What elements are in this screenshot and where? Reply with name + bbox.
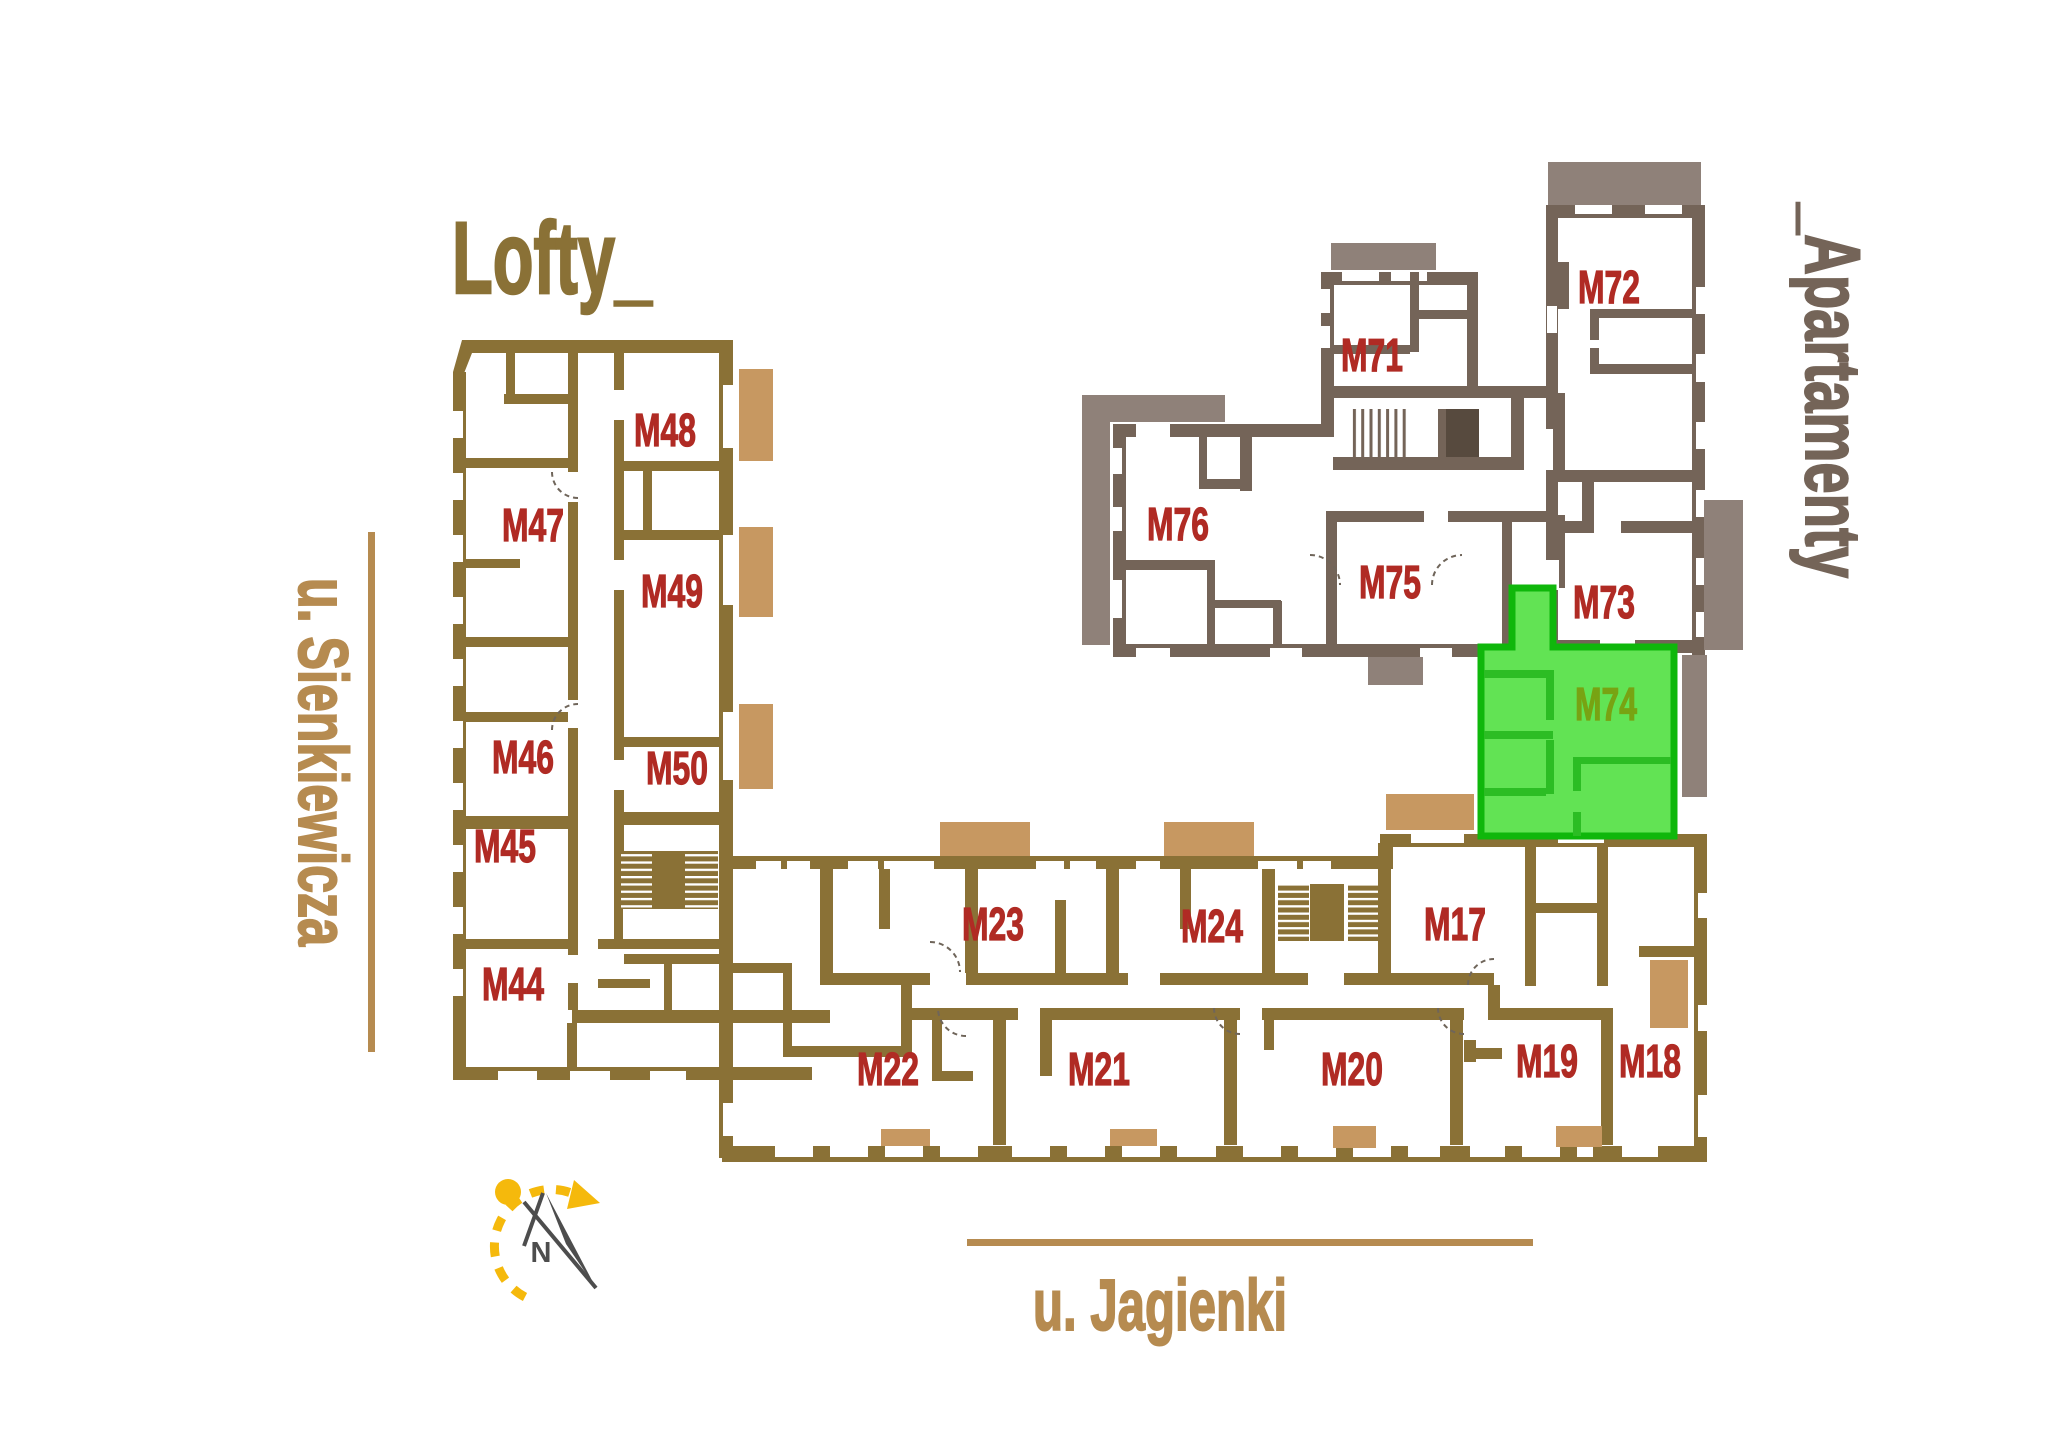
svg-text:M73: M73 (1573, 576, 1635, 628)
svg-text:M44: M44 (482, 958, 544, 1010)
svg-text:M75: M75 (1359, 556, 1421, 608)
svg-text:M48: M48 (634, 404, 696, 456)
svg-text:Lofty_: Lofty_ (452, 201, 653, 315)
svg-text:M21: M21 (1068, 1043, 1130, 1095)
svg-text:M72: M72 (1578, 261, 1640, 313)
svg-text:_Apartamenty: _Apartamenty (1789, 202, 1877, 578)
svg-text:M76: M76 (1147, 498, 1209, 550)
svg-text:M24: M24 (1181, 900, 1243, 952)
svg-text:M18: M18 (1619, 1035, 1681, 1087)
svg-text:M47: M47 (502, 499, 564, 551)
svg-text:M46: M46 (492, 731, 554, 783)
svg-text:N: N (531, 1237, 552, 1269)
svg-text:M20: M20 (1321, 1043, 1383, 1095)
svg-text:u. Jagienki: u. Jagienki (1033, 1266, 1287, 1346)
svg-text:u. Sienkiewicza: u. Sienkiewicza (284, 578, 362, 947)
svg-text:M45: M45 (474, 820, 536, 872)
svg-text:M23: M23 (962, 898, 1024, 950)
svg-text:M17: M17 (1424, 898, 1486, 950)
svg-text:M49: M49 (641, 565, 703, 617)
svg-text:M71: M71 (1341, 329, 1403, 381)
svg-text:M74: M74 (1575, 678, 1637, 730)
svg-text:M22: M22 (857, 1043, 919, 1095)
svg-text:M50: M50 (646, 742, 708, 794)
svg-text:M19: M19 (1516, 1035, 1578, 1087)
